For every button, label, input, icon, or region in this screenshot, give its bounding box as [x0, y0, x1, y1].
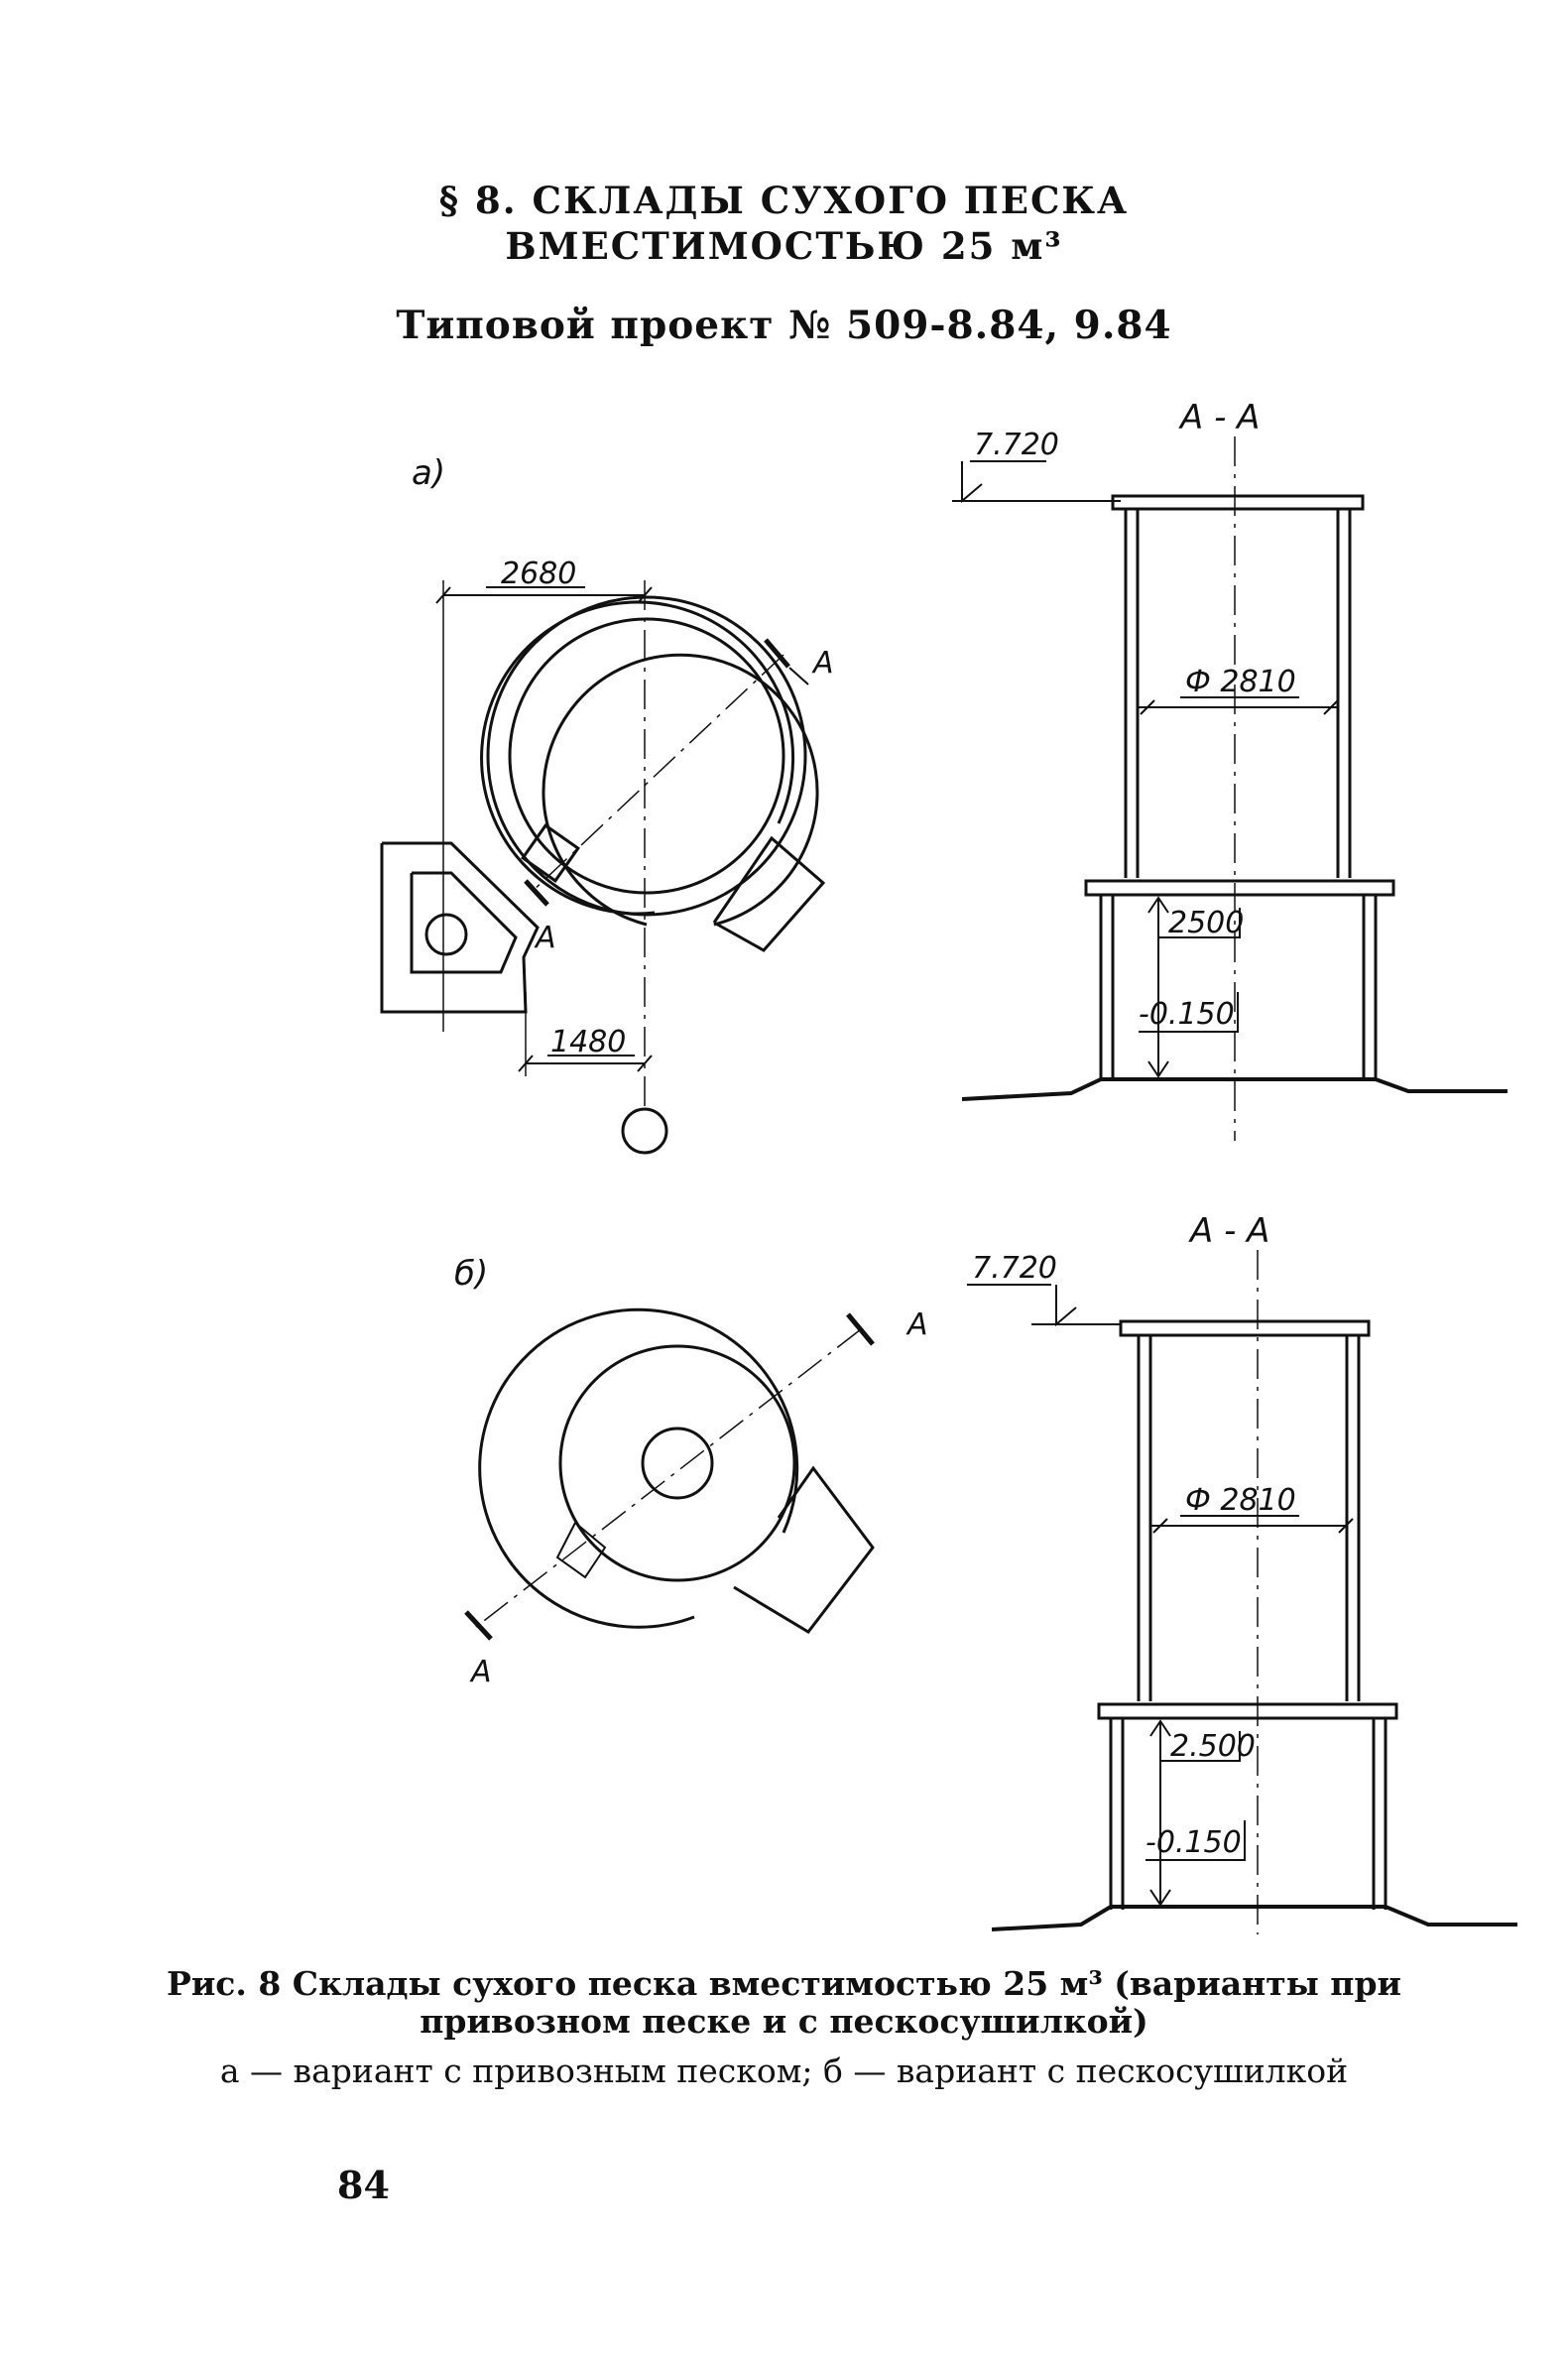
plan-a: 2680 А А 1480: [380, 557, 834, 1155]
label-variant-a: а): [412, 453, 445, 493]
figure-caption-legend: а — вариант с привозным песком; б — вари…: [219, 2051, 1349, 2090]
section-mark-a1: А: [811, 646, 834, 681]
figure-caption-line2: привозном песке и с пескосушилкой): [420, 2002, 1148, 2041]
section-mark-a2: А: [534, 921, 556, 955]
elev-top-b: 7.720: [972, 1251, 1057, 1286]
section-a: А - А 7.720 Ф 2810 2500 -0.150: [952, 398, 1508, 1141]
elev-mid-b: 2.500: [1170, 1729, 1256, 1764]
label-variant-b: б): [454, 1254, 488, 1294]
section-heading-line1: § 8. СКЛАДЫ СУХОГО ПЕСКА: [438, 179, 1130, 222]
project-number: Типовой проект № 509-8.84, 9.84: [396, 303, 1172, 348]
section-mark-b1: А: [905, 1307, 928, 1342]
elev-mid-a: 2500: [1168, 906, 1244, 940]
plan-b: А А: [464, 1307, 928, 1689]
section-title-b: А - А: [1188, 1211, 1269, 1251]
elev-ground-a: -0.150: [1139, 997, 1235, 1032]
diameter-a: Ф 2810: [1185, 665, 1296, 699]
dim-1480: 1480: [550, 1025, 626, 1059]
elev-top-a: 7.720: [974, 428, 1059, 462]
section-b: А - А 7.720 Ф 2810 2.500 -0.150: [967, 1211, 1517, 1934]
section-title-a: А - А: [1178, 398, 1260, 437]
diameter-b: Ф 2810: [1185, 1483, 1296, 1518]
figure-caption-line1: Рис. 8 Склады сухого песка вместимостью …: [167, 1964, 1401, 2003]
section-mark-b2: А: [469, 1655, 492, 1689]
section-heading-line2: ВМЕСТИМОСТЬЮ 25 м³: [505, 224, 1063, 268]
dim-2680: 2680: [501, 557, 576, 591]
page-number: 84: [337, 2163, 390, 2207]
elev-ground-b: -0.150: [1146, 1825, 1242, 1860]
